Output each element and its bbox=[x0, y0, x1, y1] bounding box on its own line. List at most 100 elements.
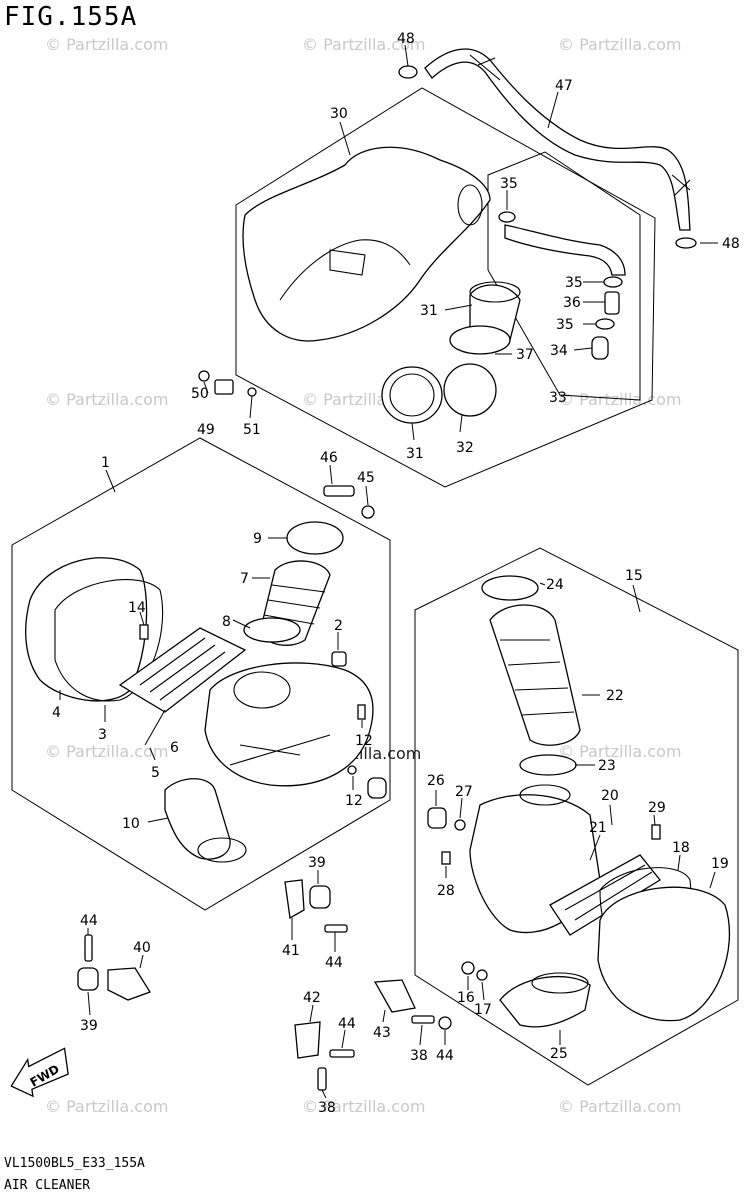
callout-12: 12 bbox=[345, 793, 363, 809]
clip-27 bbox=[454, 819, 466, 831]
watermark: © Partzilla.com bbox=[45, 390, 169, 409]
callout-35: 35 bbox=[565, 275, 583, 291]
element-6 bbox=[118, 627, 247, 713]
clamp-24 bbox=[481, 575, 539, 601]
bracket-43 bbox=[373, 979, 416, 1013]
nut-45 bbox=[361, 505, 375, 519]
callout-30: 30 bbox=[330, 106, 348, 122]
callout-23: 23 bbox=[598, 758, 616, 774]
duct-22 bbox=[489, 604, 581, 746]
callout-49: 49 bbox=[197, 422, 215, 438]
callout-48: 48 bbox=[397, 31, 415, 47]
bolt-44-left bbox=[84, 934, 93, 962]
callout-7: 7 bbox=[240, 571, 249, 587]
watermark: © Partzilla.com bbox=[558, 35, 682, 54]
watermark: © Partzilla.com bbox=[558, 390, 682, 409]
callouts: 48 47 48 30 35 35 36 35 34 31 37 33 31 3… bbox=[52, 31, 740, 1116]
grommet-39-lower bbox=[77, 967, 99, 991]
clamp-32 bbox=[443, 363, 497, 417]
watermark: © Partzilla.com bbox=[45, 35, 169, 54]
clamp-8 bbox=[243, 617, 301, 643]
callout-45: 45 bbox=[357, 470, 375, 486]
screw-14 bbox=[139, 624, 149, 640]
fitting-36 bbox=[604, 291, 620, 315]
bolt-46 bbox=[323, 485, 355, 497]
clamp-35-low bbox=[595, 318, 615, 330]
callout-35: 35 bbox=[556, 317, 574, 333]
screw-51 bbox=[247, 387, 257, 397]
callout-42: 42 bbox=[303, 990, 321, 1006]
callout-24: 24 bbox=[546, 577, 564, 593]
callout-34: 34 bbox=[550, 343, 568, 359]
bolt-38-low bbox=[317, 1067, 327, 1091]
callout-1: 1 bbox=[101, 455, 110, 471]
callout-22: 22 bbox=[606, 688, 624, 704]
grommet-2 bbox=[331, 651, 347, 667]
bracket-42 bbox=[294, 1021, 321, 1059]
nut-44-right bbox=[438, 1016, 452, 1030]
figure-title: FIG.155A bbox=[4, 2, 138, 32]
callout-3: 3 bbox=[98, 727, 107, 743]
sensor-50 bbox=[198, 370, 234, 395]
callout-43: 43 bbox=[373, 1025, 391, 1041]
callout-16: 16 bbox=[457, 990, 475, 1006]
clamp-23 bbox=[519, 754, 577, 776]
callout-27: 27 bbox=[455, 784, 473, 800]
housing-lower bbox=[204, 662, 374, 787]
callout-38: 38 bbox=[318, 1100, 336, 1116]
callout-44: 44 bbox=[436, 1048, 454, 1064]
callout-44: 44 bbox=[80, 913, 98, 929]
collar-17 bbox=[476, 969, 488, 981]
group-box-33 bbox=[487, 151, 641, 401]
bracket-40 bbox=[107, 967, 151, 1001]
grommet-39-upper bbox=[309, 885, 331, 909]
callout-39: 39 bbox=[308, 855, 326, 871]
callout-26: 26 bbox=[427, 773, 445, 789]
callout-21: 21 bbox=[589, 820, 607, 836]
callout-32: 32 bbox=[456, 440, 474, 456]
watermark: © Partzilla.com bbox=[302, 35, 426, 54]
callout-19: 19 bbox=[711, 856, 729, 872]
bolt-44-mid bbox=[324, 924, 348, 933]
callout-50: 50 bbox=[191, 386, 209, 402]
figure-caption: AIR CLEANER bbox=[4, 1178, 91, 1193]
watermark: © Partzilla.com bbox=[302, 1097, 426, 1116]
callout-31: 31 bbox=[406, 446, 424, 462]
callout-37: 37 bbox=[516, 347, 534, 363]
callout-38: 38 bbox=[410, 1048, 428, 1064]
callout-20: 20 bbox=[601, 788, 619, 804]
callout-31: 31 bbox=[420, 303, 438, 319]
leader-lines bbox=[59, 44, 718, 1099]
group-box-15 bbox=[414, 547, 739, 1086]
grommet-16 bbox=[461, 961, 475, 975]
element-21 bbox=[549, 854, 661, 936]
watermark: © Partzilla.com bbox=[45, 1097, 169, 1116]
callout-35: 35 bbox=[500, 176, 518, 192]
callout-14: 14 bbox=[128, 600, 146, 616]
callout-8: 8 bbox=[222, 614, 231, 630]
callout-10: 10 bbox=[122, 816, 140, 832]
cap-12 bbox=[347, 765, 387, 799]
duct-10 bbox=[164, 778, 247, 863]
cover-19 bbox=[597, 886, 731, 1022]
callout-33: 33 bbox=[549, 390, 567, 406]
clamp-35-mid bbox=[603, 276, 623, 288]
callout-28: 28 bbox=[437, 883, 455, 899]
callout-46: 46 bbox=[320, 450, 338, 466]
callout-41: 41 bbox=[282, 943, 300, 959]
callout-15: 15 bbox=[625, 568, 643, 584]
callout-47: 47 bbox=[555, 78, 573, 94]
screw-13 bbox=[357, 704, 366, 720]
callout-48: 48 bbox=[722, 236, 740, 252]
cap-34 bbox=[591, 336, 609, 360]
callout-29: 29 bbox=[648, 800, 666, 816]
screw-29 bbox=[651, 824, 661, 840]
callout-2: 2 bbox=[334, 618, 343, 634]
group-box-30 bbox=[235, 87, 656, 488]
clamp-48-right bbox=[675, 237, 697, 249]
callout-44: 44 bbox=[338, 1016, 356, 1032]
callout-9: 9 bbox=[253, 531, 262, 547]
watermark: © Partzilla.com bbox=[558, 1097, 682, 1116]
callout-5: 5 bbox=[151, 765, 160, 781]
boot-9 bbox=[286, 521, 344, 555]
